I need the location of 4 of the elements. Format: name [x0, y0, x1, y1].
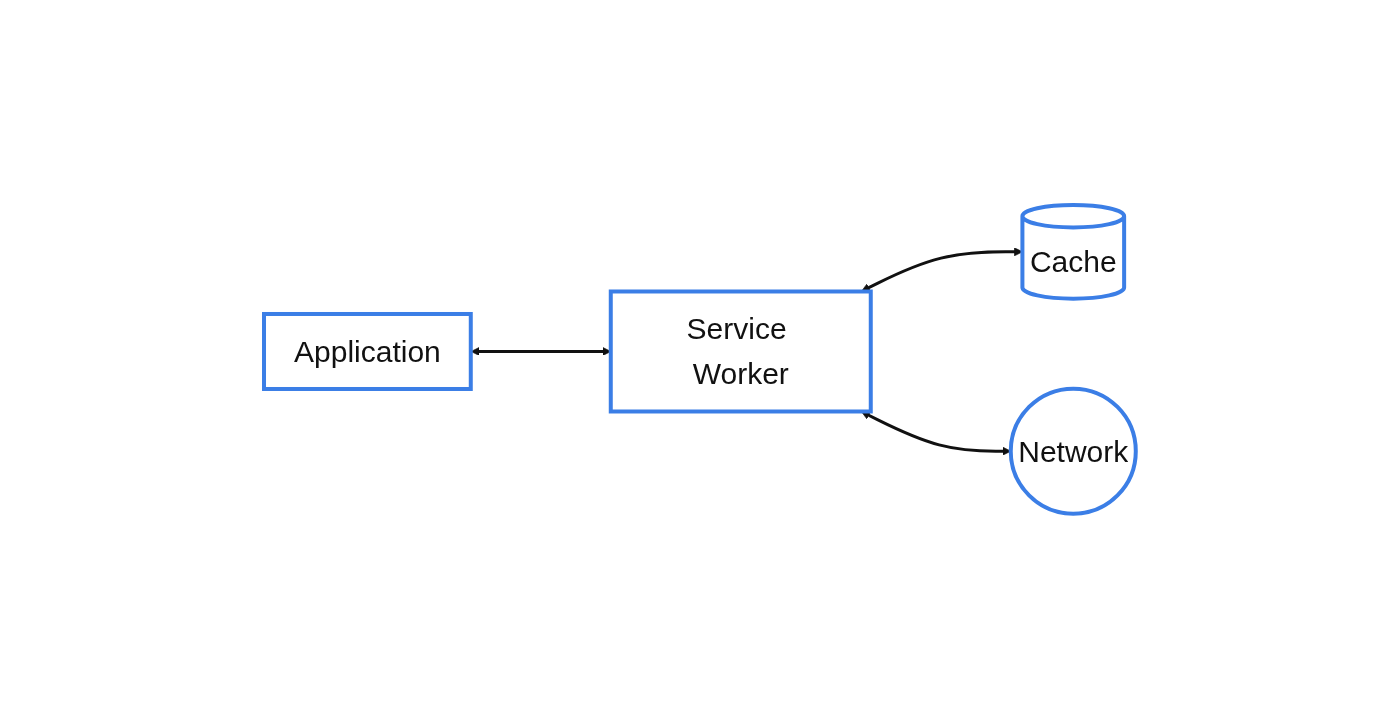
node-circle: Network [1008, 386, 1138, 516]
arrow [861, 247, 1023, 292]
node-box: Application [262, 311, 473, 391]
node-box: Service Worker [608, 289, 873, 414]
